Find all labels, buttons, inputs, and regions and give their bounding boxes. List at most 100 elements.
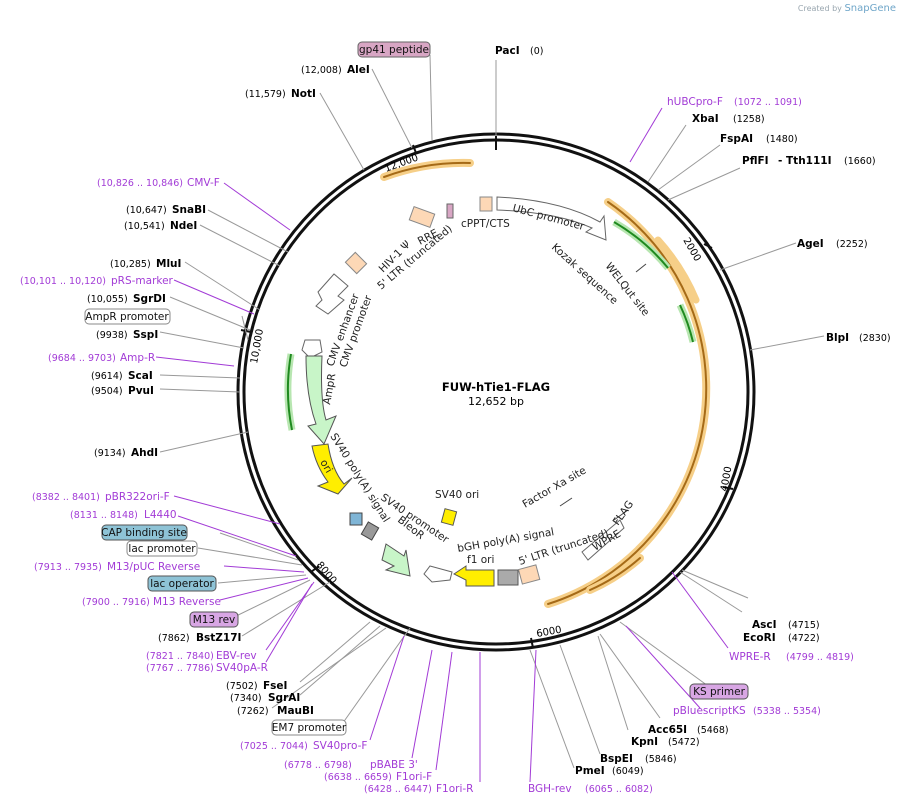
enzyme-paci-pos: (0) bbox=[530, 46, 543, 57]
label-ks-primer: KS primer bbox=[693, 686, 745, 698]
label-gp41: gp41 peptide bbox=[359, 44, 429, 56]
feature-ampr: AmpR bbox=[321, 373, 338, 406]
enzyme-alei-pos: (12,008) bbox=[301, 65, 342, 76]
box-lac-operator bbox=[147, 575, 217, 592]
ampr-arrow bbox=[305, 355, 337, 445]
green-arc-welqut-line bbox=[613, 221, 669, 269]
enzyme-snabi: SnaBI bbox=[172, 204, 206, 216]
enzyme-bstz17i-pos: (7862) bbox=[158, 633, 190, 644]
primer-pbr322ori-f: pBR322ori-F bbox=[105, 491, 170, 503]
primer-m13puc-reverse-pos: (7913 .. 7935) bbox=[34, 562, 102, 573]
box-m13-rev bbox=[189, 611, 239, 628]
primer-m13-reverse: M13 Reverse bbox=[153, 596, 221, 608]
enzyme-mlui: MluI bbox=[156, 258, 181, 270]
enzyme-bspei-pos: (5846) bbox=[645, 754, 677, 765]
primer-amp-r-pos: (9684 .. 9703) bbox=[48, 353, 116, 364]
green-arc-right-line bbox=[679, 304, 694, 343]
ubc-promoter-arrow bbox=[496, 196, 607, 241]
primer-f1ori-f: F1ori-F bbox=[396, 771, 432, 783]
ltr-box-lower bbox=[517, 564, 541, 585]
enzyme-alei: AleI bbox=[347, 64, 370, 76]
orange-arc-lower-inner bbox=[589, 557, 641, 591]
primer-cmv-f: CMV-F bbox=[187, 177, 220, 189]
tick-4000: 4000 bbox=[719, 466, 734, 493]
enzyme-mlui-pos: (10,285) bbox=[110, 259, 151, 270]
feature-factor-xa: Factor Xa site bbox=[521, 464, 589, 510]
box-cap-binding bbox=[101, 524, 188, 541]
primer-bgh-rev: BGH-rev bbox=[528, 783, 572, 795]
primer-m13puc-reverse: M13/pUC Reverse bbox=[107, 561, 200, 573]
primer-pbluescriptks-pos: (5338 .. 5354) bbox=[753, 706, 821, 717]
enzyme-pvui-pos: (9504) bbox=[91, 386, 123, 397]
label-lac-promoter: lac promoter bbox=[128, 543, 196, 555]
enzyme-ahdi: AhdI bbox=[131, 447, 158, 459]
primer-f1ori-r: F1ori-R bbox=[436, 783, 473, 795]
primer-pbabe3: pBABE 3' bbox=[370, 759, 418, 771]
primer-sv40pa-r: SV40pA-R bbox=[216, 662, 268, 674]
enzyme-sspi: SspI bbox=[133, 329, 158, 341]
primer-m13-reverse-pos: (7900 .. 7916) bbox=[82, 597, 150, 608]
enzyme-fsei: FseI bbox=[263, 680, 287, 692]
enzyme-agei-pos: (2252) bbox=[836, 239, 868, 250]
tick-2000: 2000 bbox=[680, 236, 702, 264]
label-cap-binding: CAP binding site bbox=[101, 527, 187, 539]
primer-l4440-pos: (8131 .. 8148) bbox=[70, 510, 138, 521]
bleor-box-grey bbox=[360, 521, 380, 541]
enzyme-xbai: XbaI bbox=[692, 113, 719, 125]
enzyme-agei: AgeI bbox=[797, 238, 824, 250]
enzyme-sgrdi-pos: (10,055) bbox=[87, 294, 128, 305]
primer-sv40pro-f: SV40pro-F bbox=[313, 740, 367, 752]
feature-flag: FLAG bbox=[611, 499, 636, 528]
plasmid-name: FUW-hTie1-FLAG bbox=[442, 380, 550, 394]
enzyme-ndei: NdeI bbox=[170, 220, 197, 232]
primer-hubcpro-f: hUBCpro-F bbox=[667, 96, 723, 108]
enzyme-maubi-pos: (7262) bbox=[237, 706, 269, 717]
enzyme-acc65i-pos: (5468) bbox=[697, 725, 729, 736]
feature-sv40-ori: SV40 ori bbox=[435, 489, 479, 501]
enzyme-bstz17i: BstZ17I bbox=[196, 632, 241, 644]
enzyme-blpi-pos: (2830) bbox=[859, 333, 891, 344]
enzyme-pmei: PmeI bbox=[575, 765, 605, 777]
wpre-arrow bbox=[581, 519, 625, 561]
box-em7-promoter bbox=[271, 719, 347, 736]
enzyme-sgrai: SgrAI bbox=[268, 692, 300, 704]
primer-cmv-f-pos: (10,826 .. 10,846) bbox=[97, 178, 183, 189]
enzyme-scai: ScaI bbox=[128, 370, 153, 382]
f1-ori-arrow bbox=[453, 565, 495, 587]
factor-xa-line bbox=[559, 497, 573, 507]
snapgene-logo: SnapGene bbox=[844, 3, 896, 14]
box-ks-primer bbox=[689, 683, 749, 700]
cppt-box bbox=[479, 196, 493, 212]
enzyme-fsei-pos: (7502) bbox=[226, 681, 258, 692]
enzyme-ahdi-pos: (9134) bbox=[94, 448, 126, 459]
primer-pbabe3-pos: (6778 .. 6798) bbox=[284, 760, 352, 771]
snapgene-credit: Created by SnapGene bbox=[797, 3, 896, 14]
primer-bgh-rev-pos: (6065 .. 6082) bbox=[585, 784, 653, 795]
enzyme-xbai-pos: (1258) bbox=[733, 114, 765, 125]
enzyme-sgrdi: SgrDI bbox=[133, 293, 166, 305]
enzyme-asci-pos: (4715) bbox=[788, 620, 820, 631]
enzyme-kpni-pos: (5472) bbox=[668, 737, 700, 748]
ori-arrow bbox=[311, 443, 353, 495]
cmv-enhancer-arrow bbox=[315, 273, 349, 315]
primer-pbr322ori-f-pos: (8382 .. 8401) bbox=[32, 492, 100, 503]
primer-prs-marker: pRS-marker bbox=[111, 275, 174, 287]
primer-hubcpro-f-pos: (1072 .. 1091) bbox=[734, 97, 802, 108]
primer-pbluescriptks: pBluescriptKS bbox=[673, 705, 746, 717]
primer-f1ori-r-pos: (6428 .. 6447) bbox=[364, 784, 432, 795]
label-lac-operator: lac operator bbox=[150, 578, 214, 590]
box-ampr-promoter bbox=[84, 308, 171, 325]
enzyme-sgrai-pos: (7340) bbox=[230, 693, 262, 704]
flag-line bbox=[613, 509, 629, 521]
enzyme-kpni: KpnI bbox=[631, 736, 658, 748]
feature-cppt: cPPT/CTS bbox=[461, 218, 510, 230]
enzyme-pmei-pos: (6049) bbox=[612, 766, 644, 777]
primer-wpre-r-pos: (4799 .. 4819) bbox=[786, 652, 854, 663]
enzyme-paci: PacI bbox=[495, 45, 520, 57]
label-m13-rev: M13 rev bbox=[193, 614, 236, 626]
sv40-promoter-arrow bbox=[423, 565, 453, 583]
orange-arc-right-inner bbox=[547, 201, 708, 605]
primer-ebv-rev-pos: (7821 .. 7840) bbox=[146, 651, 214, 662]
bgh-box bbox=[497, 569, 519, 586]
enzyme-ecori-pos: (4722) bbox=[788, 633, 820, 644]
